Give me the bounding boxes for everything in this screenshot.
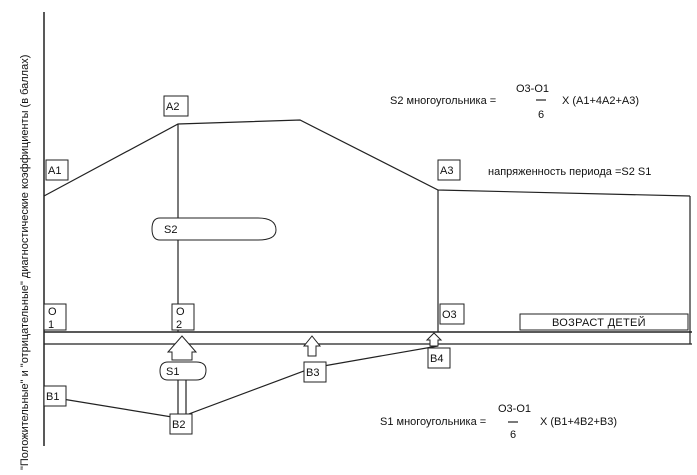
svg-text:A2: A2 <box>166 101 179 113</box>
svg-text:O: O <box>48 306 57 318</box>
point-o2: O 2 <box>171 303 195 331</box>
s1-callout-shape <box>159 361 207 381</box>
age-label-box: ВОЗРАСТ ДЕТЕЙ <box>519 313 689 331</box>
svg-text:2: 2 <box>176 319 182 331</box>
b3-up-arrow <box>302 335 322 357</box>
y-axis-label: "Положительные" и "отрицательные" диагно… <box>19 55 31 470</box>
formula-s2: S2 многоугольника = O3-O1 6 X (A1+4A2+A3… <box>390 83 639 121</box>
svg-text:B4: B4 <box>430 353 443 365</box>
upper-polygon-line <box>43 119 691 197</box>
svg-text:O3-O1: O3-O1 <box>498 403 531 415</box>
svg-text:O: O <box>176 306 185 318</box>
point-b3: B3 <box>303 361 327 383</box>
point-b4: B4 <box>427 347 451 369</box>
svg-text:S1 многоугольника =: S1 многоугольника = <box>380 416 486 428</box>
point-b2: B2 <box>169 413 193 435</box>
point-a3: A3 <box>437 159 461 181</box>
svg-text:6: 6 <box>510 429 516 441</box>
tension-text: напряженность периода =S2 S1 <box>488 166 651 178</box>
svg-text:6: 6 <box>538 109 544 121</box>
svg-text:O3-O1: O3-O1 <box>516 83 549 95</box>
svg-text:X (A1+4A2+A3): X (A1+4A2+A3) <box>562 95 639 107</box>
svg-text:ВОЗРАСТ ДЕТЕЙ: ВОЗРАСТ ДЕТЕЙ <box>552 316 646 329</box>
svg-text:B1: B1 <box>46 391 59 403</box>
point-o1: O 1 <box>43 303 67 331</box>
s2-label: S2 <box>164 224 177 236</box>
svg-text:S2 многоугольника =: S2 многоугольника = <box>390 95 496 107</box>
svg-text:B3: B3 <box>306 367 319 379</box>
point-o3: O3 <box>439 303 465 325</box>
svg-text:A3: A3 <box>440 165 453 177</box>
point-a2: A2 <box>163 95 189 117</box>
s1-label: S1 <box>166 366 179 378</box>
lower-polygon-line <box>43 345 439 419</box>
svg-text:B2: B2 <box>172 419 185 431</box>
svg-text:1: 1 <box>48 319 54 331</box>
svg-text:X (B1+4B2+B3): X (B1+4B2+B3) <box>540 416 617 428</box>
svg-text:O3: O3 <box>442 309 457 321</box>
o2-up-arrow <box>166 335 198 361</box>
b4-up-arrow <box>425 332 443 347</box>
point-b1: B1 <box>43 385 67 407</box>
point-a1: A1 <box>45 159 69 181</box>
formula-s1: S1 многоугольника = O3-O1 6 X (B1+4B2+B3… <box>380 403 617 441</box>
s2-callout-shape <box>151 217 277 241</box>
svg-text:A1: A1 <box>48 165 61 177</box>
